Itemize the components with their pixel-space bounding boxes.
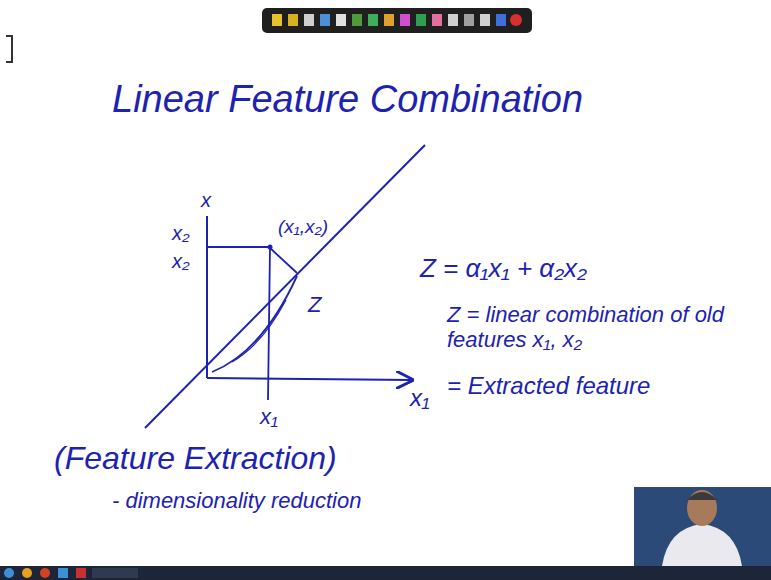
point-label: (x₁,x₂) [276,216,330,238]
z-mark [212,276,297,372]
feature-label: Z [306,292,323,317]
presenter-figure [662,490,742,566]
toolbar-icons [272,14,522,26]
note: - dimensionality reduction [110,488,363,513]
axis-label: x₁ [408,384,432,412]
projection-line [145,145,425,428]
axis-label: x₁ [258,404,280,429]
data-point [268,245,273,250]
slide-title: Linear Feature Combination [110,78,585,122]
margin-mark [6,36,12,62]
axis-label: x₂ [170,222,192,245]
y-axis [206,216,208,378]
perpendicular [270,248,297,273]
z-mark [232,300,286,362]
video-frame [634,487,771,566]
x-axis [207,378,412,380]
note: (Feature Extraction) [52,440,339,477]
equation: Z = α₁x₁ + α₂x₂ [418,254,589,284]
note: Z = linear combination of old features x… [445,302,749,353]
guide-line [207,246,270,248]
taskbar [0,566,771,580]
note: = Extracted feature [445,372,652,400]
taskbar-icons [4,568,138,578]
axis-label: x [199,189,213,212]
axis-label: x₂ [170,250,192,273]
toolbar [262,8,532,33]
